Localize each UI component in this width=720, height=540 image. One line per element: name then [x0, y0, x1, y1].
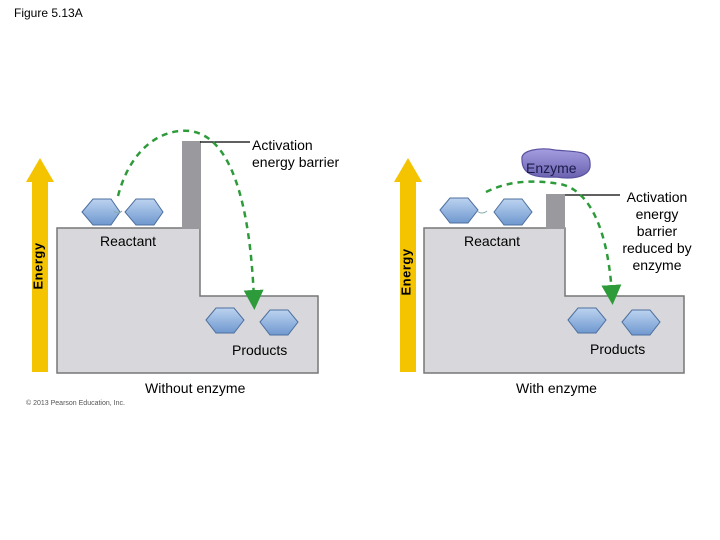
- left-panel: [26, 129, 319, 374]
- left-reactant-label: Reactant: [100, 233, 157, 249]
- right-product-molecules: [567, 307, 661, 336]
- right-energy-arrow: [394, 158, 422, 372]
- right-reduced-barrier: [546, 194, 565, 229]
- right-reactant-label: Reactant: [464, 233, 521, 249]
- right-reaction-path-arrow: [485, 180, 622, 305]
- left-caption: Without enzyme: [145, 380, 246, 396]
- right-reactant-molecule: [439, 197, 533, 226]
- enzyme-label: Enzyme: [526, 160, 577, 176]
- copyright-notice: © 2013 Pearson Education, Inc.: [26, 400, 125, 407]
- right-products-label: Products: [590, 341, 646, 357]
- figure-title: Figure 5.13A: [14, 6, 83, 20]
- right-activation-barrier-label: Activation energy barrier reduced by enz…: [622, 189, 692, 273]
- right-caption: With enzyme: [516, 380, 597, 396]
- left-energy-arrow: [26, 158, 54, 372]
- left-reactant-molecule: [81, 198, 164, 226]
- left-activation-barrier: [182, 141, 201, 229]
- right-panel: [394, 148, 685, 374]
- left-energy-axis-label: Energy: [30, 242, 46, 290]
- left-activation-barrier-label: Activation energy barrier: [252, 137, 340, 170]
- right-energy-axis-label: Energy: [398, 248, 414, 296]
- left-reaction-path-arrow: [116, 129, 264, 310]
- left-products-label: Products: [232, 342, 288, 358]
- left-product-molecules: [205, 307, 299, 336]
- enzyme-blob: [521, 148, 591, 179]
